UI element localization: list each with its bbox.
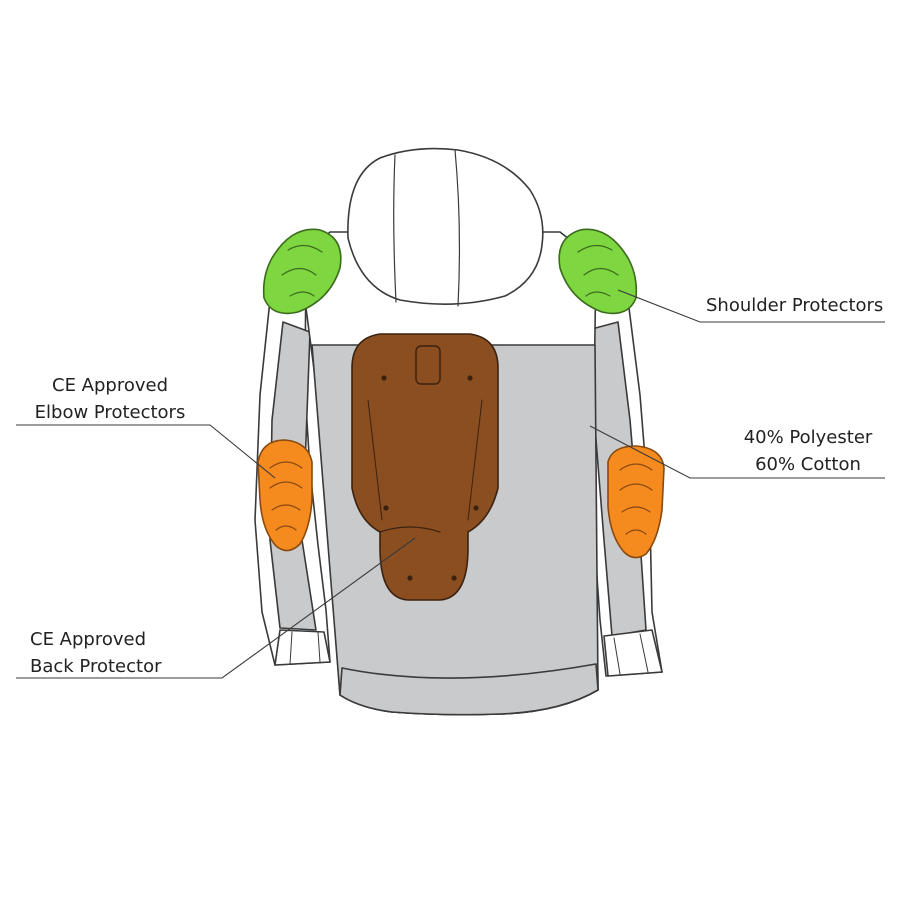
shoulder-leader-line (617, 289, 885, 323)
hood (347, 147, 544, 305)
back-leader-line (16, 537, 416, 679)
right-cuff (603, 629, 663, 677)
back-protector-icon (351, 333, 499, 601)
elbow-protector-icon (257, 439, 313, 552)
elbow-label-line1: CE Approved (52, 375, 168, 396)
shoulder-label-line1: Shoulder Protectors (706, 295, 884, 316)
back-label-line1: CE Approved (30, 629, 146, 650)
elbow-label-line2: Elbow Protectors (34, 402, 186, 423)
shoulder-protector-icon (558, 228, 638, 315)
elbow-leader-line (16, 424, 276, 479)
back-protector-label: CE Approved Back Protector (30, 626, 161, 680)
leader-lines (16, 289, 885, 679)
material-leader-line (589, 425, 885, 479)
jacket-illustration (254, 147, 665, 716)
material-label-line2: 60% Cotton (755, 454, 861, 475)
elbow-protectors-label: CE Approved Elbow Protectors (30, 372, 190, 426)
material-label-line1: 40% Polyester (743, 427, 873, 448)
material-label: 40% Polyester 60% Cotton (738, 424, 878, 478)
shoulder-protectors-label: Shoulder Protectors (706, 292, 883, 319)
left-cuff (274, 629, 331, 666)
shoulder-protector-icon (262, 228, 342, 315)
back-label-line2: Back Protector (30, 656, 162, 677)
hem-band (339, 663, 599, 716)
elbow-protector-icon (607, 445, 665, 559)
